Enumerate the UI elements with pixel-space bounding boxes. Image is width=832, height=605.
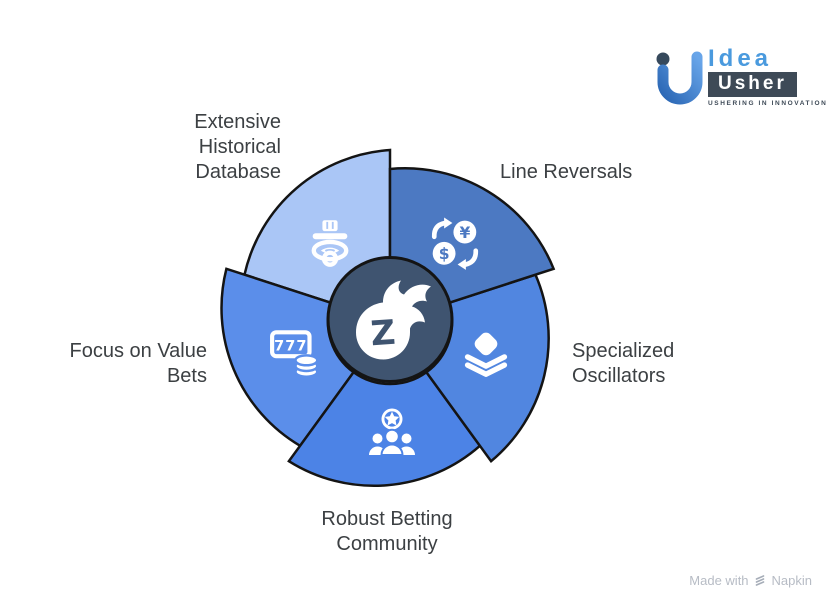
svg-text:Z: Z	[369, 313, 396, 355]
soccer-community-icon	[364, 407, 420, 461]
idea-usher-logo: Idea Usher USHERING IN INNOVATION	[650, 46, 826, 108]
label-focus-on-value-bets: Focus on Value Bets	[69, 340, 208, 387]
brand-usher-text: Usher	[708, 72, 797, 97]
brand-idea-text: Idea	[708, 45, 773, 72]
stacked-layers-icon	[460, 332, 512, 384]
brand-tagline: USHERING IN INNOVATION	[708, 100, 828, 107]
slot-777-text: 777	[274, 338, 307, 354]
made-with-text: Made with	[689, 573, 749, 588]
flame-z-icon: Z	[324, 254, 456, 391]
napkin-logo-icon	[755, 575, 764, 586]
label-specialized-oscillators: Specialized Oscillators	[572, 340, 675, 387]
napkin-brand-text: Napkin	[771, 573, 812, 588]
label-extensive-historical-database: Extensive Historical Database	[194, 111, 281, 183]
blade-robust-betting-community	[287, 370, 482, 488]
idea-usher-u-mark-icon	[656, 51, 703, 105]
currency-exchange-icon: ¥ $	[427, 216, 483, 272]
antique-lamp-icon	[304, 217, 356, 269]
label-line-reversals: Line Reversals	[500, 161, 633, 183]
made-with-napkin: Made with Napkin	[689, 573, 812, 588]
label-robust-betting-community: Robust Betting Community	[321, 508, 453, 555]
yen-symbol: ¥	[459, 224, 470, 242]
dollar-symbol: $	[439, 245, 450, 263]
slot-777-coins-icon: 777	[269, 325, 323, 379]
